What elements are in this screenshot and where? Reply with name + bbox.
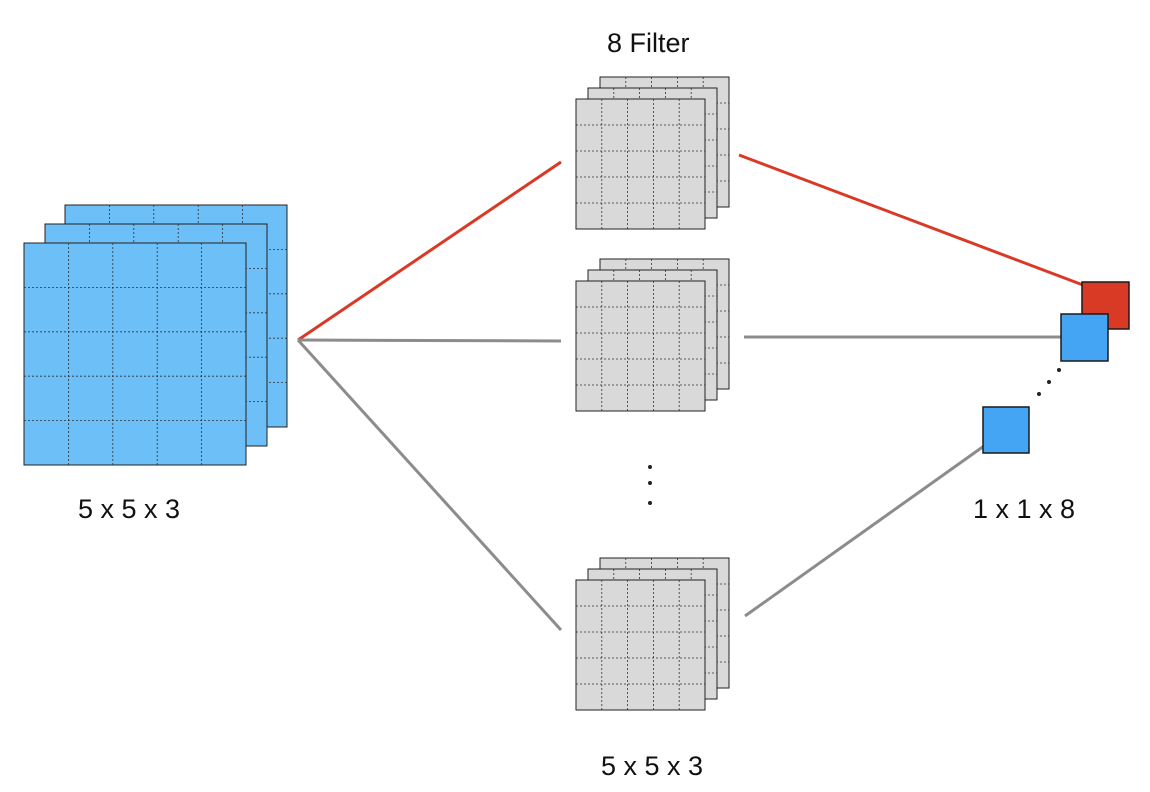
filter-stack-2: [575, 258, 730, 412]
filter-stack-1: [575, 76, 730, 230]
output-cell-last: [982, 406, 1030, 454]
output-cell-2: [1060, 313, 1109, 362]
filter-dims-label: 5 x 5 x 3: [601, 751, 704, 781]
input-dims-label: 5 x 5 x 3: [78, 494, 181, 524]
line-input-to-filter-last: [296, 338, 563, 632]
output-dims-label: 1 x 1 x 8: [973, 494, 1076, 524]
connector-lines: [296, 153, 1084, 632]
line-filter-last-to-output: [744, 444, 985, 618]
input-volume: [23, 204, 288, 466]
highlight-line-input-to-filter: [297, 160, 562, 342]
filters-ellipsis: [648, 465, 652, 505]
filter-2-channel-1: [575, 280, 706, 412]
line-input-to-filter-2: [297, 338, 562, 343]
highlight-line-filter-to-output: [738, 153, 1084, 287]
output-volume: [982, 281, 1130, 454]
output-ellipsis: [1037, 368, 1061, 396]
filter-stack-last: [575, 557, 730, 711]
filter-last-channel-1: [575, 579, 706, 711]
filter-title-label: 8 Filter: [607, 28, 690, 58]
input-channel-1: [23, 242, 247, 466]
filter-1-channel-1: [575, 98, 706, 230]
